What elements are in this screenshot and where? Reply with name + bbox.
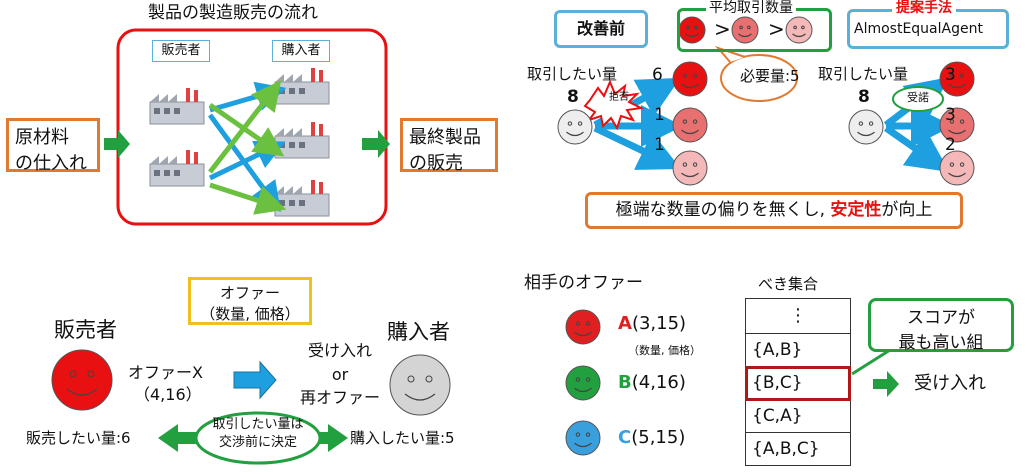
note-line2: 交渉前に決定 [218,435,297,450]
raw-line2: の仕入れ [15,153,87,174]
right-arrow-icon [362,130,390,158]
response-reoffer: 再オファー [299,388,380,407]
flow-frame [116,28,388,226]
offer-c: C(5,15) [618,427,686,449]
set-row-highlighted: {B,C} [745,366,851,401]
set-title: べき集合 [758,275,819,293]
smiley-face-icon [672,150,708,186]
response-or: or [331,365,349,384]
want-label: 取引したい量 [527,65,618,83]
smiley-face-icon [731,16,759,44]
buyer-title: 購入者 [387,320,450,344]
gt-sign: > [714,17,731,41]
sell-amount: 販売したい量:6 [26,429,131,447]
powerset-table: ⋮ {A,B} {B,C} {C,A} {A,B,C} [745,298,851,466]
gt-sign: > [768,17,785,41]
smiley-face-icon [939,61,975,97]
before-amount: 1 [654,105,665,125]
callout-line2: 最も高い組 [898,333,984,353]
buyer-label: 購入者 [272,40,330,62]
offers-title: 相手のオファー [524,273,643,293]
note-ellipse [194,411,322,465]
smiley-face-icon [672,61,708,97]
supply-arrows [207,80,287,215]
smiley-face-icon [51,349,113,411]
seller-title: 販売者 [54,318,117,342]
offer-format-box: オファー （数量, 価格） [188,277,312,325]
callout-box: スコアが最も高い組 [868,298,1014,353]
raw-materials-box: 原材料の仕入れ [6,118,100,174]
offer-letter: A [618,313,632,334]
offer-format-note: （数量, 価格） [628,344,701,357]
before-label: 改善前 [554,10,648,48]
accept-arrow-icon [873,371,899,397]
reject-burst-icon [583,79,645,131]
seller-label: 販売者 [152,40,210,62]
smiley-face-icon [565,309,601,345]
proposed-title: 提案手法 [892,0,956,17]
offer-value: (3,15) [631,313,687,334]
offer-a: A(3,15) [618,313,687,335]
offer-format: （数量, 価格） [200,305,300,323]
offer-x-label: オファーX [128,363,203,382]
right-arrow-icon [104,130,130,158]
smiley-face-icon [672,107,708,143]
smiley-face-icon [565,420,601,456]
set-row: ⋮ [746,299,850,334]
buy-amount: 購入したい量:5 [350,429,455,447]
conclusion-highlight: 安定性 [830,200,882,220]
conclusion-box: 極端な数量の偏りを無くし, 安定性が向上 [585,192,963,229]
required-bubble [720,54,798,102]
smiley-face-icon [389,354,451,416]
offer-letter: C [618,427,632,448]
conclusion-text: 極端な数量の偏りを無くし, [615,200,831,220]
want-value: 8 [858,87,870,107]
offer-value: (4,16) [631,372,686,393]
before-amount: 6 [652,65,663,85]
callout-line1: スコアが [907,308,975,328]
after-amount: 2 [945,135,956,155]
note-line1: 取引したい量は [212,417,304,432]
offer-arrow-icon [233,360,277,400]
want-label: 取引したい量 [818,65,909,83]
proposed-name: AlmostEqualAgent [854,21,983,37]
smiley-face-icon [939,107,975,143]
set-row: {A,B} [746,334,850,367]
accept-text: 受諾 [907,91,929,104]
final-sales-box: 最終製品の販売 [400,118,498,174]
set-row: {A,B,C} [752,439,820,459]
response-accept: 受け入れ [307,341,372,360]
want-value: 8 [567,87,579,107]
smiley-face-icon [565,365,601,401]
offer-letter: B [618,372,632,393]
smiley-face-icon [848,109,884,145]
reject-text: 拒否 [609,92,629,103]
flow-title: 製品の製造販売の流れ [148,3,318,23]
offer-b: B(4,16) [618,372,686,394]
offer-title: オファー [219,284,280,302]
smiley-face-icon [557,109,593,145]
offer-value: (5,15) [631,427,686,448]
before-amount: 1 [654,135,665,155]
accept-label: 受け入れ [914,373,986,394]
required-text: 必要量:5 [740,67,800,85]
set-row: {C,A} [746,400,850,433]
accept-ellipse [892,86,944,112]
smiley-face-icon [785,16,813,44]
final-line2: の販売 [409,153,463,174]
final-line1: 最終製品 [409,127,481,148]
smiley-face-icon [939,150,975,186]
conclusion-text: が向上 [881,200,933,220]
offer-x-value: （4,16） [134,385,202,404]
after-amount: 3 [945,105,956,125]
after-amount: 3 [945,65,956,85]
raw-line1: 原材料 [15,127,69,148]
average-title: 平均取引数量 [706,0,796,17]
